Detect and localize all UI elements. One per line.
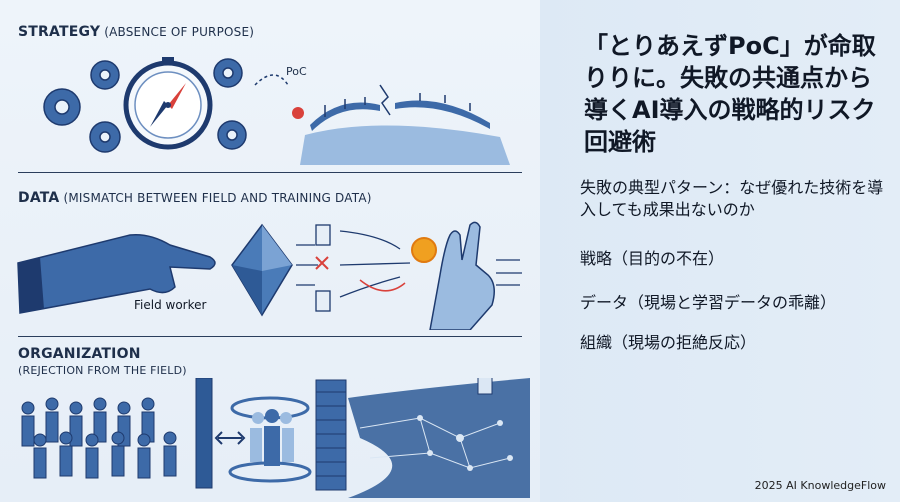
- document-icon: [315, 224, 331, 246]
- error-cross-icon: [315, 256, 329, 270]
- text-panel: [540, 0, 900, 502]
- poc-marker-icon: [292, 107, 304, 119]
- document-icon: [315, 290, 331, 312]
- flow-arrows-icon: [296, 230, 411, 298]
- strategy-heading: STRATEGY(ABSENCE OF PURPOSE): [18, 24, 255, 40]
- section-divider: [18, 336, 522, 337]
- brick-wall-icon: [315, 379, 347, 491]
- compass-icon: [123, 57, 213, 150]
- glowing-orb-icon: [411, 237, 437, 263]
- dashed-arrow-icon: [254, 74, 289, 86]
- hand-left-icon: [17, 233, 216, 314]
- strategy-illustration: PoC: [43, 57, 510, 165]
- section-divider: [18, 172, 522, 173]
- footer-credit: 2025 AI KnowledgeFlow: [754, 479, 886, 492]
- hand-right-icon: [429, 221, 495, 330]
- organization-heading: ORGANIZATION (REJECTION FROM THE FIELD): [18, 346, 187, 377]
- door-wall-icon: [195, 378, 213, 489]
- poc-label: PoC: [286, 65, 307, 78]
- point-data: データ（現場と学習データの乖離）: [580, 293, 837, 312]
- crystal-icon: [231, 223, 293, 317]
- network-icon: [348, 378, 530, 498]
- database-icon: [477, 378, 493, 395]
- field-worker-label: Field worker: [134, 298, 207, 312]
- organization-illustration: [21, 378, 530, 498]
- data-heading: DATA(MISMATCH BETWEEN FIELD AND TRAINING…: [18, 190, 372, 206]
- page-title: 「とりあえずPoC」が命取りりに。失敗の共通点から導くAI導入の戦略的リスク回避…: [584, 32, 876, 156]
- crowd-icon: [21, 397, 177, 479]
- gear-icon: [43, 58, 247, 153]
- data-illustration: Field worker: [17, 221, 522, 330]
- broken-bridge-icon: [300, 84, 510, 165]
- red-curve-icon: [359, 279, 406, 292]
- point-organization: 組織（現場の拒絶反応）: [580, 333, 757, 352]
- illustration-panel: STRATEGY(ABSENCE OF PURPOSE) PoC: [0, 0, 540, 502]
- point-strategy: 戦略（目的の不在）: [580, 249, 725, 268]
- subtitle: 失敗の典型パターン：なぜ優れた技術を導入しても成果出ないのか: [580, 178, 884, 219]
- team-circle-icon: [228, 396, 312, 483]
- arrow-right-icon: [496, 259, 522, 286]
- double-arrow-icon: [214, 431, 246, 445]
